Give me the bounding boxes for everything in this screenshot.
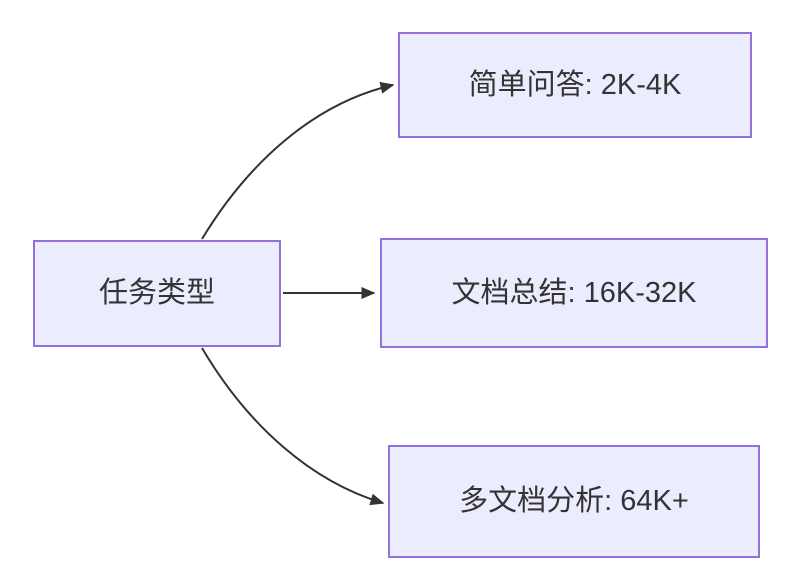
- edge-task-type-to-simple-qa: [201, 81, 395, 240]
- node-task-type: 任务类型: [33, 240, 281, 347]
- node-task-type-label: 任务类型: [98, 277, 215, 310]
- node-simple-qa-label: 简单问答: 2K-4K: [468, 68, 682, 101]
- node-simple-qa: 简单问答: 2K-4K: [398, 32, 752, 138]
- node-multi-doc: 多文档分析: 64K+: [388, 445, 760, 558]
- edge-task-type-to-multi-doc: [201, 347, 385, 506]
- node-doc-summary: 文档总结: 16K-32K: [380, 238, 768, 348]
- node-doc-summary-label: 文档总结: 16K-32K: [451, 276, 697, 309]
- node-multi-doc-label: 多文档分析: 64K+: [459, 485, 689, 518]
